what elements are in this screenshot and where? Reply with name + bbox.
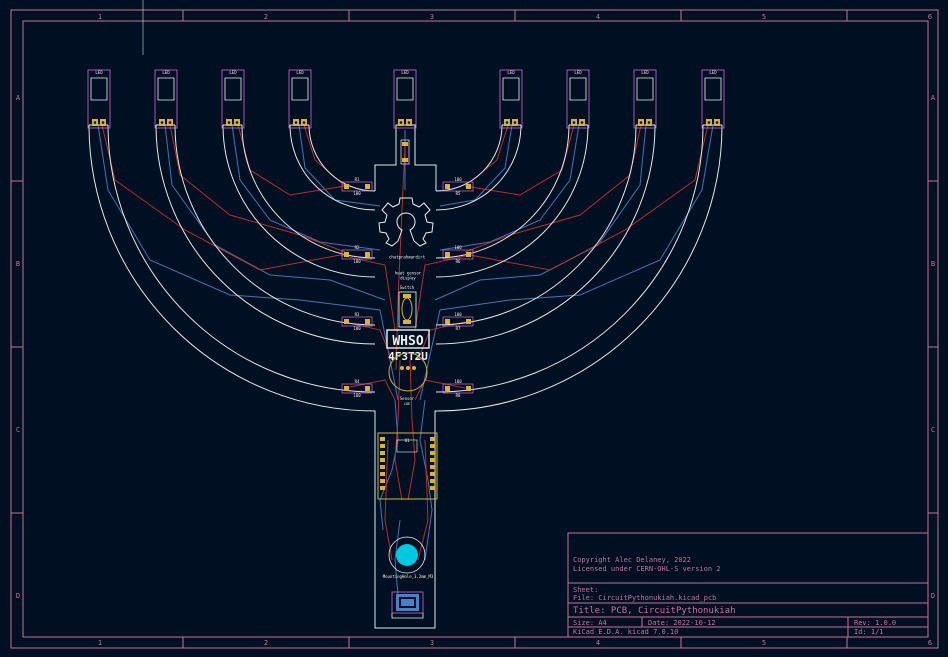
led-label: LED <box>296 70 304 75</box>
row-label-left: A <box>16 94 21 102</box>
center-post-silkscreen: ʇɹᴉpɹɐʍɥɐɹdʇɐɥɔ ɹosuǝS ʇɐǝɥ ʎɐןdsᴉp <box>388 255 425 281</box>
led-6: LED <box>566 69 590 129</box>
col-label-bottom: 2 <box>264 639 268 647</box>
frame-labels: 1 2 3 4 5 6 1 2 3 4 5 6 A B C D A B C D <box>16 13 936 647</box>
title-block-tool: KiCad E.D.A. kicad 7.0.10 <box>573 628 678 636</box>
resistor-ref: R4 <box>355 379 360 384</box>
svg-text:Sensor: Sensor <box>400 396 415 401</box>
col-label-top: 4 <box>596 13 600 21</box>
led-label: LED <box>574 70 582 75</box>
svg-text:ɹosuǝS ʇɐǝɥ: ɹosuǝS ʇɐǝɥ <box>394 271 421 276</box>
switch-label: Switch <box>400 285 415 290</box>
led-label: LED <box>95 70 103 75</box>
sheet-frame <box>10 9 939 649</box>
usb-connector-footprint <box>391 591 424 619</box>
title-block-id: Id: 1/1 <box>854 628 884 636</box>
open-hardware-gear-icon <box>378 197 434 247</box>
row-label-right: B <box>931 260 935 268</box>
col-label-bottom: 6 <box>928 639 932 647</box>
resistor-value: 100 <box>353 191 361 196</box>
board-logo: WHSO 4F3T2U <box>386 329 430 363</box>
svg-text:LDE: LDE <box>404 402 410 406</box>
resistor-ref: R2 <box>355 245 360 250</box>
resistor-value: 100 <box>353 326 361 331</box>
mcu-footprint: U1 <box>377 432 438 500</box>
resistor-ref: R5 <box>456 191 461 196</box>
sensor-footprint: Sensor LDE <box>388 352 428 406</box>
led-label: LED <box>401 70 409 75</box>
resistor-r1: R1 100 <box>341 177 373 196</box>
title-block: Copyright Alec Delaney, 2022 Licensed un… <box>567 532 929 638</box>
col-label-bottom: 3 <box>430 639 434 647</box>
col-label-top: 5 <box>762 13 766 21</box>
title-block-date: Date: 2022-10-12 <box>648 619 715 627</box>
mcu-label: U1 <box>405 438 410 443</box>
led-4: LED <box>288 69 312 129</box>
row-label-right: C <box>931 426 935 434</box>
led-3: LED <box>221 69 245 129</box>
logo-subtext: 4F3T2U <box>388 350 428 363</box>
led-7: LED <box>633 69 657 129</box>
col-label-bottom: 5 <box>762 639 766 647</box>
title-block-title: Title: PCB, CircuitPythonukiah <box>573 606 736 616</box>
resistor-ref: R8 <box>456 393 461 398</box>
resistor-r2: R2 100 <box>341 245 373 264</box>
led-label: LED <box>709 70 717 75</box>
resistor-ref: R3 <box>355 312 360 317</box>
resistor-r3: R3 100 <box>341 312 373 331</box>
mounting-hole: MountingHole_3.2mm_M3 <box>383 536 434 579</box>
resistor-r5: R5 100 <box>442 177 474 196</box>
row-label-right: A <box>931 94 936 102</box>
col-label-top: 2 <box>264 13 268 21</box>
resistor-footprints: R1 100 R2 100 R3 100 R4 100 R5 100 <box>341 177 474 398</box>
led-label: LED <box>162 70 170 75</box>
led-5: LED <box>499 69 523 129</box>
resistor-ref: R1 <box>355 177 360 182</box>
resistor-r6: R6 100 <box>442 245 474 264</box>
row-label-left: C <box>16 426 20 434</box>
frame-tick-marks <box>11 10 938 648</box>
led-footprints: LED LED LED LED LED <box>87 69 725 165</box>
col-label-bottom: 4 <box>596 639 600 647</box>
title-block-copyright: Copyright Alec Delaney, 2022 <box>573 556 691 564</box>
logo-text: WHSO <box>392 334 423 349</box>
resistor-value: 100 <box>353 259 361 264</box>
led-8: LED <box>701 69 725 129</box>
title-block-file: File: CircuitPythonukiah.kicad_pcb <box>573 594 716 602</box>
svg-text:ʇɹᴉpɹɐʍɥɐɹdʇɐɥɔ: ʇɹᴉpɹɐʍɥɐɹdʇɐɥɔ <box>388 255 425 260</box>
col-label-top: 3 <box>430 13 434 21</box>
resistor-r7: R7 100 <box>442 312 474 331</box>
led-label: LED <box>229 70 237 75</box>
title-block-rev: Rev: 1.0.0 <box>854 619 896 627</box>
switch-footprint: Switch <box>398 285 417 328</box>
mount-label: MountingHole_3.2mm_M3 <box>383 574 434 579</box>
row-label-right: D <box>931 592 935 600</box>
board-outline <box>88 124 723 629</box>
resistor-value: 100 <box>454 312 462 317</box>
title-block-size: Size: A4 <box>573 619 607 627</box>
resistor-r4: R4 100 <box>341 379 373 398</box>
led-label: LED <box>641 70 649 75</box>
led-2: LED <box>154 69 178 129</box>
resistor-value: 100 <box>454 379 462 384</box>
resistor-ref: R6 <box>456 259 461 264</box>
resistor-value: 100 <box>454 177 462 182</box>
resistor-value: 100 <box>454 245 462 250</box>
col-label-bottom: 1 <box>98 639 102 647</box>
title-block-license: Licensed under CERN-OHL-S version 2 <box>573 565 721 573</box>
row-label-left: D <box>16 592 20 600</box>
led-center: LED <box>393 69 417 165</box>
led-label: LED <box>507 70 515 75</box>
svg-text:ʎɐןdsᴉp: ʎɐןdsᴉp <box>400 276 416 281</box>
resistor-ref: R7 <box>456 326 461 331</box>
title-block-sheet: Sheet: <box>573 586 598 594</box>
front-copper-traces <box>101 124 709 561</box>
resistor-r8: R8 100 <box>442 379 474 398</box>
led-1: LED <box>87 69 111 129</box>
resistor-value: 100 <box>353 393 361 398</box>
col-label-top: 6 <box>928 13 932 21</box>
col-label-top: 1 <box>98 13 102 21</box>
row-label-left: B <box>16 260 20 268</box>
